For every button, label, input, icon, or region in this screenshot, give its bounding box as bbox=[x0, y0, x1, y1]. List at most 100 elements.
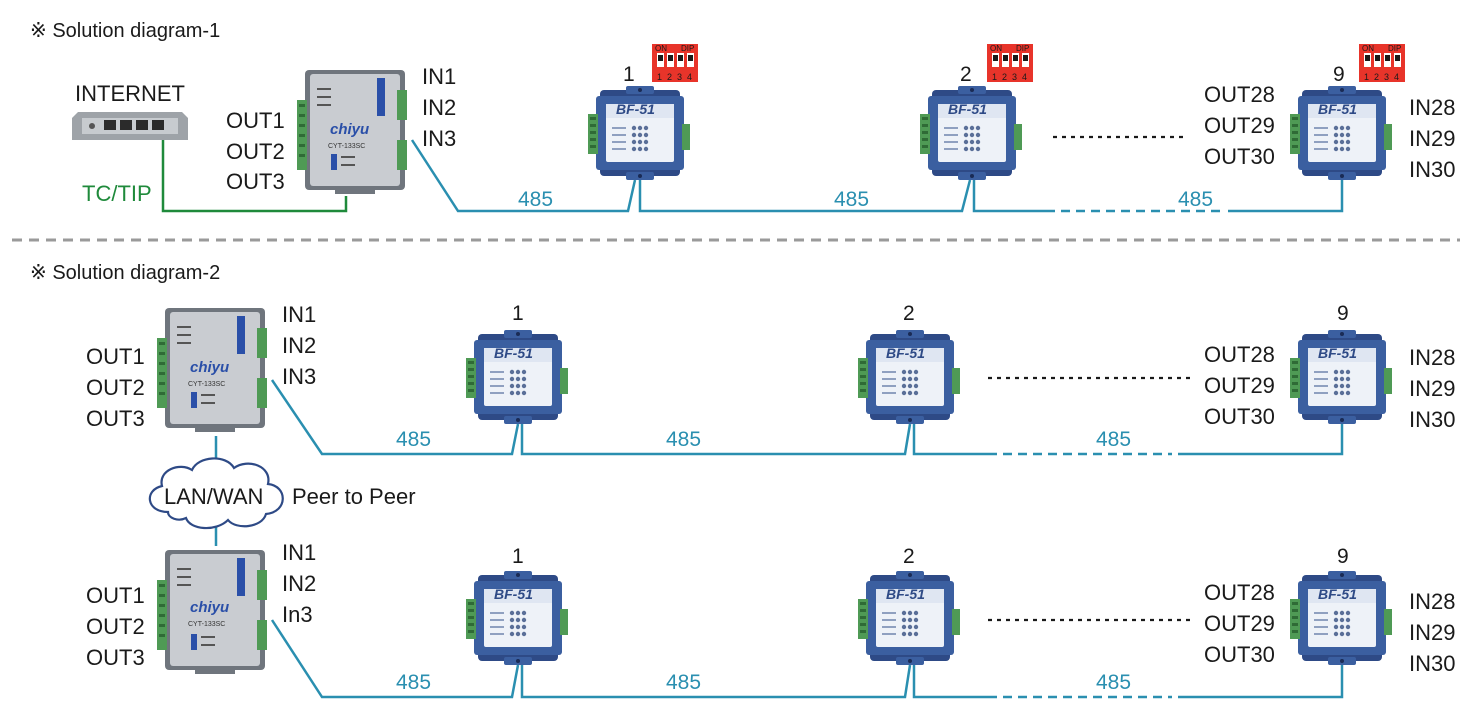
master-1-inputs: IN1 IN2 IN3 bbox=[422, 64, 456, 151]
last-module-2a-inputs: IN28 IN29 IN30 bbox=[1409, 345, 1455, 432]
output-label: OUT2 bbox=[86, 375, 145, 400]
input-label: IN2 bbox=[422, 95, 456, 120]
master-2a-inputs: IN1 IN2 IN3 bbox=[282, 302, 316, 389]
rs485-bus-2a bbox=[270, 379, 1344, 456]
dip-pin: 4 bbox=[1394, 72, 1399, 82]
dip-pin: 2 bbox=[1374, 72, 1379, 82]
dip-dip-label: DIP bbox=[1016, 44, 1029, 53]
input-label: IN1 bbox=[282, 302, 316, 327]
master-brand: chiyu bbox=[190, 599, 229, 616]
dip-pin: 3 bbox=[1012, 72, 1017, 82]
output-label: OUT3 bbox=[226, 169, 285, 194]
bus-label: 485 bbox=[666, 671, 701, 694]
dip-pin: 1 bbox=[1364, 72, 1369, 82]
last-module-2a-outputs: OUT28 OUT29 OUT30 bbox=[1204, 342, 1275, 429]
bus-label: 485 bbox=[518, 188, 553, 211]
bus-label: 485 bbox=[1178, 188, 1213, 211]
rs485-bus-1 bbox=[410, 139, 1344, 213]
output-label: OUT1 bbox=[86, 583, 145, 608]
output-label: OUT30 bbox=[1204, 642, 1275, 667]
internet-label: INTERNET bbox=[75, 81, 185, 106]
input-label: IN28 bbox=[1409, 95, 1455, 120]
output-label: OUT3 bbox=[86, 406, 145, 431]
module-model-label: BF-51 bbox=[494, 345, 533, 361]
dip-on-label: ON bbox=[990, 44, 1002, 53]
master-2a-outputs: OUT1 OUT2 OUT3 bbox=[86, 344, 145, 431]
master-brand: chiyu bbox=[190, 359, 229, 376]
bus-label: 485 bbox=[1096, 428, 1131, 451]
module-number: 2 bbox=[903, 302, 915, 325]
bus-label: 485 bbox=[396, 428, 431, 451]
output-label: OUT30 bbox=[1204, 404, 1275, 429]
dip-on-label: ON bbox=[1362, 44, 1374, 53]
network-switch-icon bbox=[72, 112, 188, 140]
dip-pin: 3 bbox=[677, 72, 682, 82]
output-label: OUT29 bbox=[1204, 611, 1275, 636]
dip-switch-9: ON DIP 1 2 3 4 bbox=[1359, 44, 1405, 82]
input-label: IN28 bbox=[1409, 589, 1455, 614]
output-label: OUT1 bbox=[86, 344, 145, 369]
input-label: IN1 bbox=[422, 64, 456, 89]
last-module-2b-inputs: IN28 IN29 IN30 bbox=[1409, 589, 1455, 676]
output-label: OUT2 bbox=[226, 139, 285, 164]
master-model: CYT-133SC bbox=[188, 621, 225, 628]
bus-label: 485 bbox=[666, 428, 701, 451]
bus-label: 485 bbox=[1096, 671, 1131, 694]
input-label: IN3 bbox=[282, 364, 316, 389]
output-label: OUT30 bbox=[1204, 144, 1275, 169]
dip-dip-label: DIP bbox=[681, 44, 694, 53]
section-2-title: ※ Solution diagram-2 bbox=[30, 262, 220, 284]
output-label: OUT28 bbox=[1204, 342, 1275, 367]
master-2b-inputs: IN1 IN2 In3 bbox=[282, 540, 316, 627]
module-model-label: BF-51 bbox=[616, 101, 655, 117]
input-label: IN2 bbox=[282, 333, 316, 358]
bus-label: 485 bbox=[834, 188, 869, 211]
module-number: 1 bbox=[512, 302, 524, 325]
master-2b-outputs: OUT1 OUT2 OUT3 bbox=[86, 583, 145, 670]
section-2: ※ Solution diagram-2 chiyu CYT-133SC OUT… bbox=[30, 262, 1455, 699]
module-model-label: BF-51 bbox=[886, 345, 925, 361]
output-label: OUT3 bbox=[86, 645, 145, 670]
output-label: OUT28 bbox=[1204, 580, 1275, 605]
module-number: 2 bbox=[903, 545, 915, 568]
last-module-2b-outputs: OUT28 OUT29 OUT30 bbox=[1204, 580, 1275, 667]
dip-pin: 1 bbox=[657, 72, 662, 82]
input-label: IN28 bbox=[1409, 345, 1455, 370]
dip-pin: 4 bbox=[687, 72, 692, 82]
module-number: 9 bbox=[1337, 545, 1349, 568]
dip-pin: 2 bbox=[1002, 72, 1007, 82]
module-model-label: BF-51 bbox=[1318, 345, 1357, 361]
dip-on-label: ON bbox=[655, 44, 667, 53]
output-label: OUT2 bbox=[86, 614, 145, 639]
bus-label: 485 bbox=[396, 671, 431, 694]
module-model-label: BF-51 bbox=[886, 586, 925, 602]
cloud-icon bbox=[148, 457, 284, 530]
input-label: IN29 bbox=[1409, 376, 1455, 401]
master-brand: chiyu bbox=[330, 121, 369, 138]
module-number: 1 bbox=[512, 545, 524, 568]
module-model-label: BF-51 bbox=[494, 586, 533, 602]
dip-pin: 4 bbox=[1022, 72, 1027, 82]
module-model-label: BF-51 bbox=[1318, 586, 1357, 602]
input-label: IN3 bbox=[422, 126, 456, 151]
tc-tip-label: TC/TIP bbox=[82, 181, 152, 206]
module-number: 2 bbox=[960, 63, 972, 86]
network-label: LAN/WAN bbox=[164, 484, 263, 509]
dip-switch-2: ON DIP 1 2 3 4 bbox=[987, 44, 1033, 82]
module-number: 9 bbox=[1337, 302, 1349, 325]
dip-dip-label: DIP bbox=[1388, 44, 1401, 53]
dip-pin: 2 bbox=[667, 72, 672, 82]
output-label: OUT29 bbox=[1204, 373, 1275, 398]
module-number: 1 bbox=[623, 63, 635, 86]
master-1-outputs: OUT1 OUT2 OUT3 bbox=[226, 108, 285, 194]
input-label: IN29 bbox=[1409, 620, 1455, 645]
module-number: 9 bbox=[1333, 63, 1345, 86]
module-model-label: BF-51 bbox=[948, 101, 987, 117]
last-module-outputs: OUT28 OUT29 OUT30 bbox=[1204, 82, 1275, 169]
section-1-title: ※ Solution diagram-1 bbox=[30, 20, 220, 42]
last-module-inputs: IN28 IN29 IN30 bbox=[1409, 95, 1455, 182]
tc-tip-link bbox=[161, 140, 348, 213]
master-model: CYT-133SC bbox=[328, 143, 365, 150]
input-label: IN29 bbox=[1409, 126, 1455, 151]
